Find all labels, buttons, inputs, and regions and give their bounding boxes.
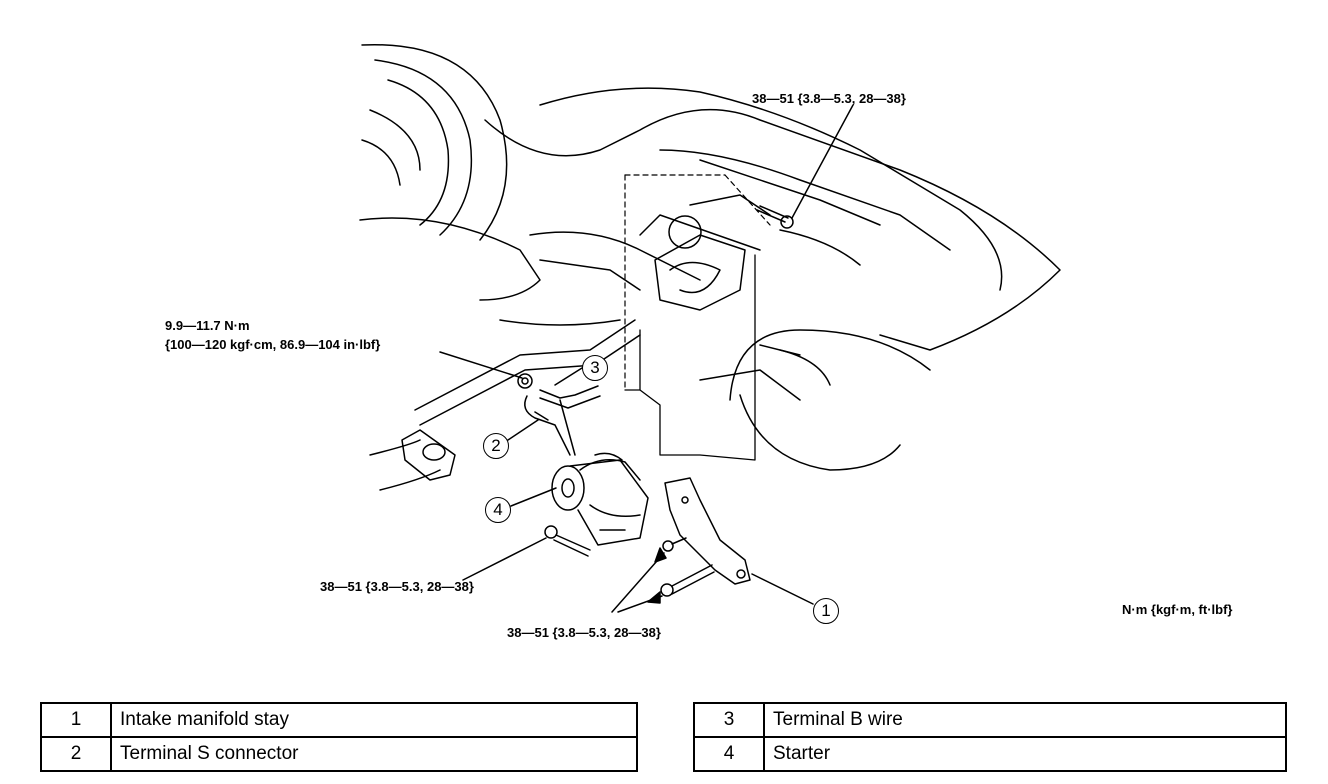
starter-bolt-leader bbox=[462, 537, 547, 581]
callout-2: 2 bbox=[483, 433, 509, 459]
legend-number: 4 bbox=[693, 736, 765, 772]
position-outline bbox=[624, 174, 771, 391]
starter-bolt bbox=[544, 525, 591, 557]
terminal-s-connector bbox=[524, 395, 576, 456]
legend-description: Intake manifold stay bbox=[110, 702, 638, 738]
legend-number: 2 bbox=[40, 736, 112, 772]
stay-bolts bbox=[660, 537, 715, 597]
top-bolt-leader bbox=[791, 104, 854, 219]
mounting-plate bbox=[624, 254, 756, 461]
vehicle-body-outline bbox=[359, 87, 1061, 351]
top-bolt-torque-label: 38—51 {3.8—5.3, 28—38} bbox=[752, 91, 906, 106]
stay-arrowhead-1 bbox=[654, 547, 667, 563]
exhaust-pipe bbox=[369, 319, 641, 491]
engine-block bbox=[654, 194, 771, 311]
legend-number: 3 bbox=[693, 702, 765, 738]
callout-4-leader bbox=[510, 487, 557, 507]
stay-arrowhead-2 bbox=[647, 591, 661, 604]
legend-description: Starter bbox=[763, 736, 1287, 772]
stay-bolt-leader-1 bbox=[611, 552, 665, 613]
intake-manifold-stay bbox=[664, 477, 751, 585]
nut-leader bbox=[439, 351, 523, 379]
terminal-b-nut bbox=[517, 373, 601, 409]
legend-row: 3 Terminal B wire bbox=[693, 702, 1287, 738]
legend-table-right: 3 Terminal B wire 4 Starter bbox=[693, 702, 1287, 772]
nut-torque-label-line2: {100—120 kgf·cm, 86.9—104 in·lbf} bbox=[165, 337, 381, 352]
callout-1: 1 bbox=[813, 598, 839, 624]
starter-motor bbox=[551, 452, 649, 546]
top-bolt bbox=[756, 205, 794, 229]
tire-outline bbox=[361, 43, 508, 241]
legend-table-left: 1 Intake manifold stay 2 Terminal S conn… bbox=[40, 702, 638, 772]
legend-description: Terminal B wire bbox=[763, 702, 1287, 738]
legend-number: 1 bbox=[40, 702, 112, 738]
units-note: N·m {kgf·m, ft·lbf} bbox=[1122, 602, 1233, 617]
stay-bolts-torque-label: 38—51 {3.8—5.3, 28—38} bbox=[507, 625, 661, 640]
callout-1-leader bbox=[751, 573, 814, 605]
legend-row: 2 Terminal S connector bbox=[40, 736, 638, 772]
legend-row: 1 Intake manifold stay bbox=[40, 702, 638, 738]
starter-bolt-torque-label: 38—51 {3.8—5.3, 28—38} bbox=[320, 579, 474, 594]
starter-removal-diagram bbox=[359, 43, 1061, 613]
callout-3-leader bbox=[554, 367, 583, 386]
callout-4: 4 bbox=[485, 497, 511, 523]
callout-3: 3 bbox=[582, 355, 608, 381]
right-suspension bbox=[699, 329, 931, 471]
nut-torque-label-line1: 9.9—11.7 N·m bbox=[165, 318, 250, 333]
legend-row: 4 Starter bbox=[693, 736, 1287, 772]
callout-2-leader bbox=[507, 419, 539, 441]
legend-description: Terminal S connector bbox=[110, 736, 638, 772]
